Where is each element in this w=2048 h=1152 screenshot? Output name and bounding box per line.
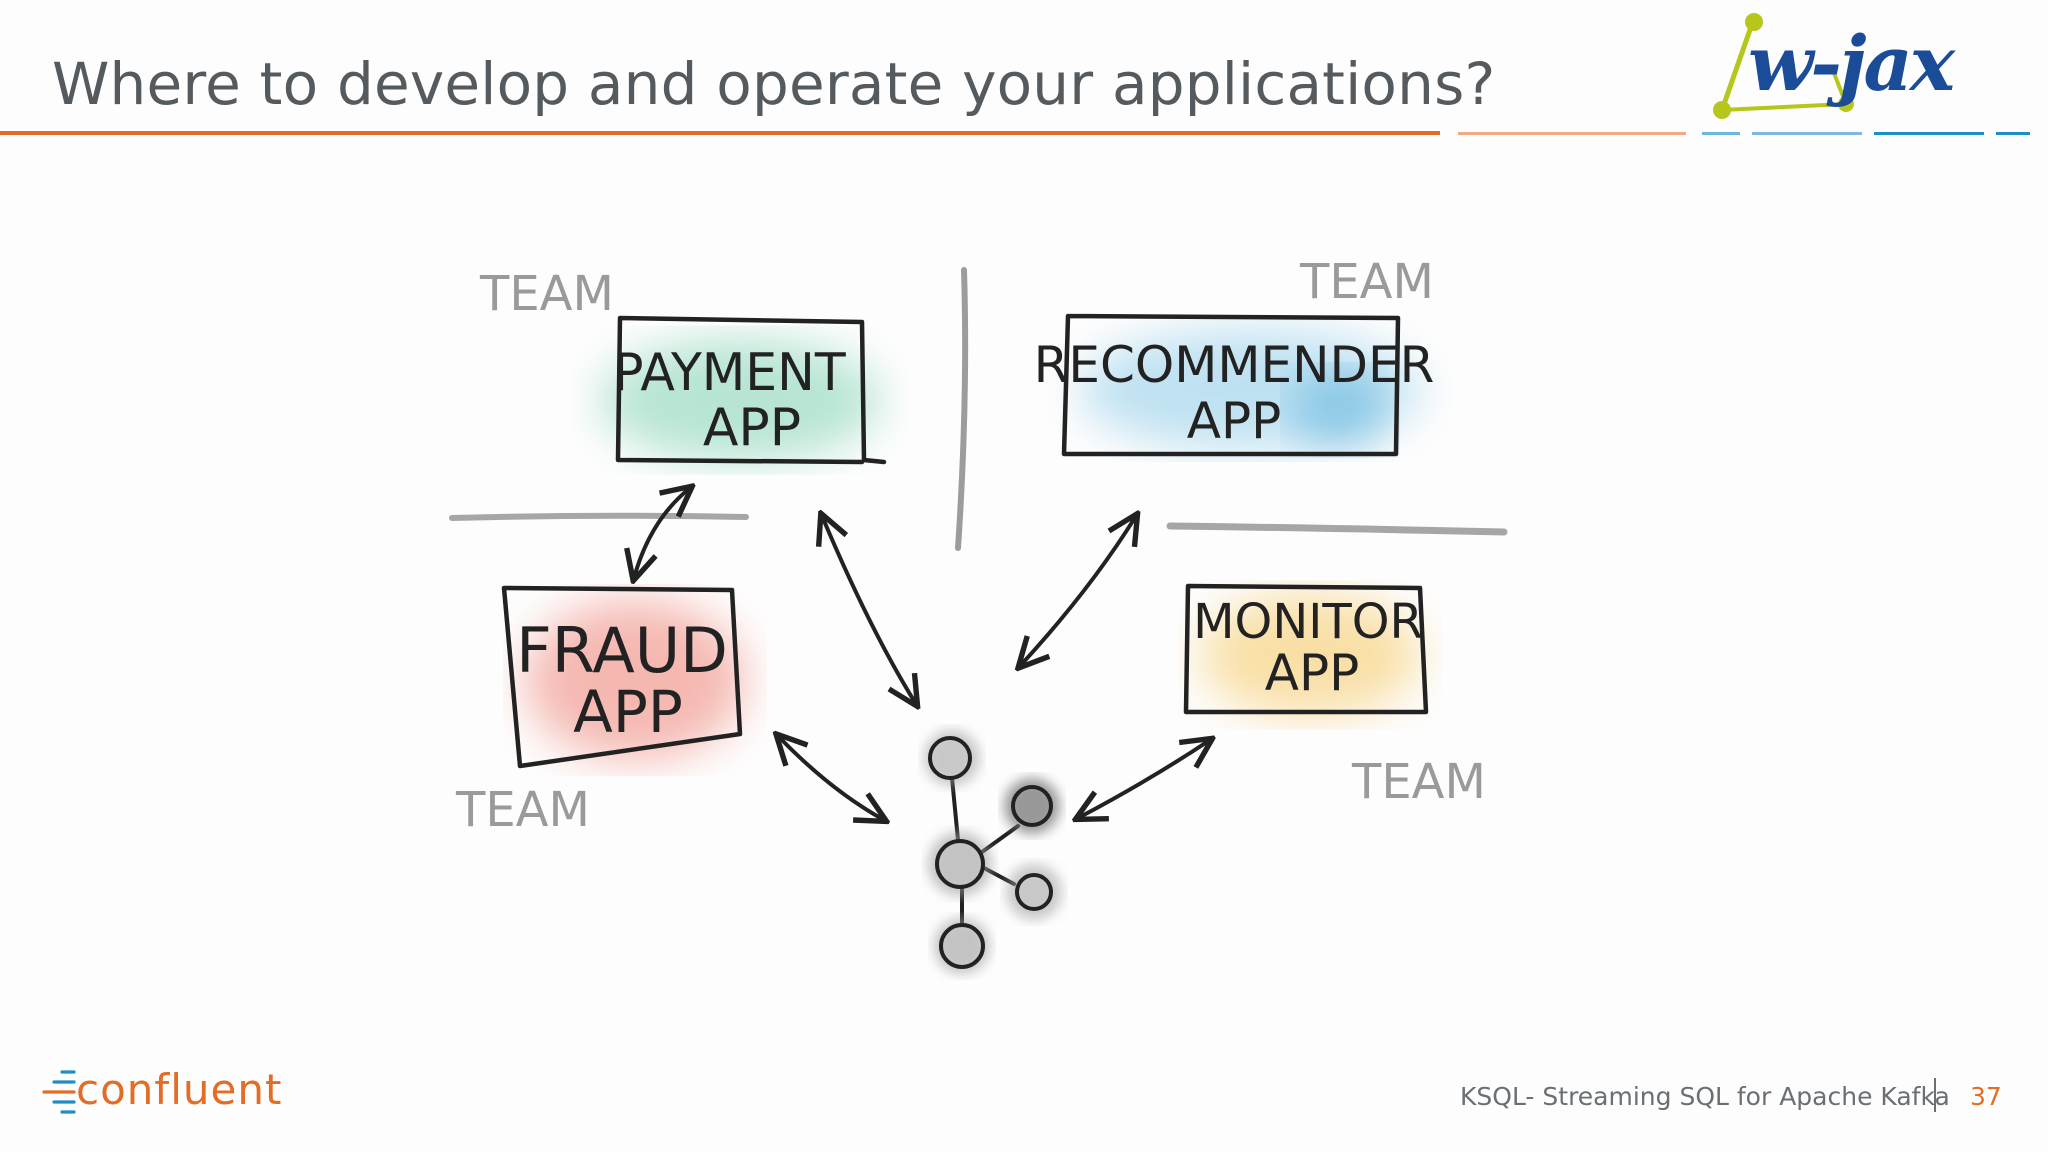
confluent-logo-text: confluent [76,1065,282,1114]
confluent-mark-icon [44,1072,74,1112]
footer-separator [1934,1078,1936,1112]
fraud-app-sublabel: APP [573,678,683,746]
arrow-recommender-kafka [1020,516,1136,666]
monitor-app-label: MONITOR [1193,594,1423,650]
team-label: TEAM [1299,254,1434,310]
team-label: TEAM [455,782,590,838]
arrow-payment-kafka [822,516,916,704]
fraud-app-box: FRAUD APP [504,588,740,766]
team-label: TEAM [1351,754,1486,810]
monitor-app-sublabel: APP [1265,644,1360,702]
arrow-payment-fraud [634,488,690,578]
page-number: 37 [1970,1082,2002,1111]
confluent-logo: confluent [40,1060,320,1126]
fraud-app-label: FRAUD [516,614,728,687]
arrow-fraud-kafka [778,736,884,820]
talk-title: KSQL- Streaming SQL for Apache Kafka [1460,1082,1950,1111]
recommender-app-label: RECOMMENDER [1034,336,1435,394]
payment-app-sublabel: APP [703,398,801,458]
team-label: TEAM [479,266,614,322]
kafka-cluster-icon [924,730,1062,974]
payment-app-label: PAYMENT [613,342,846,403]
recommender-app-sublabel: APP [1187,392,1282,450]
arrow-monitor-kafka [1078,740,1210,818]
